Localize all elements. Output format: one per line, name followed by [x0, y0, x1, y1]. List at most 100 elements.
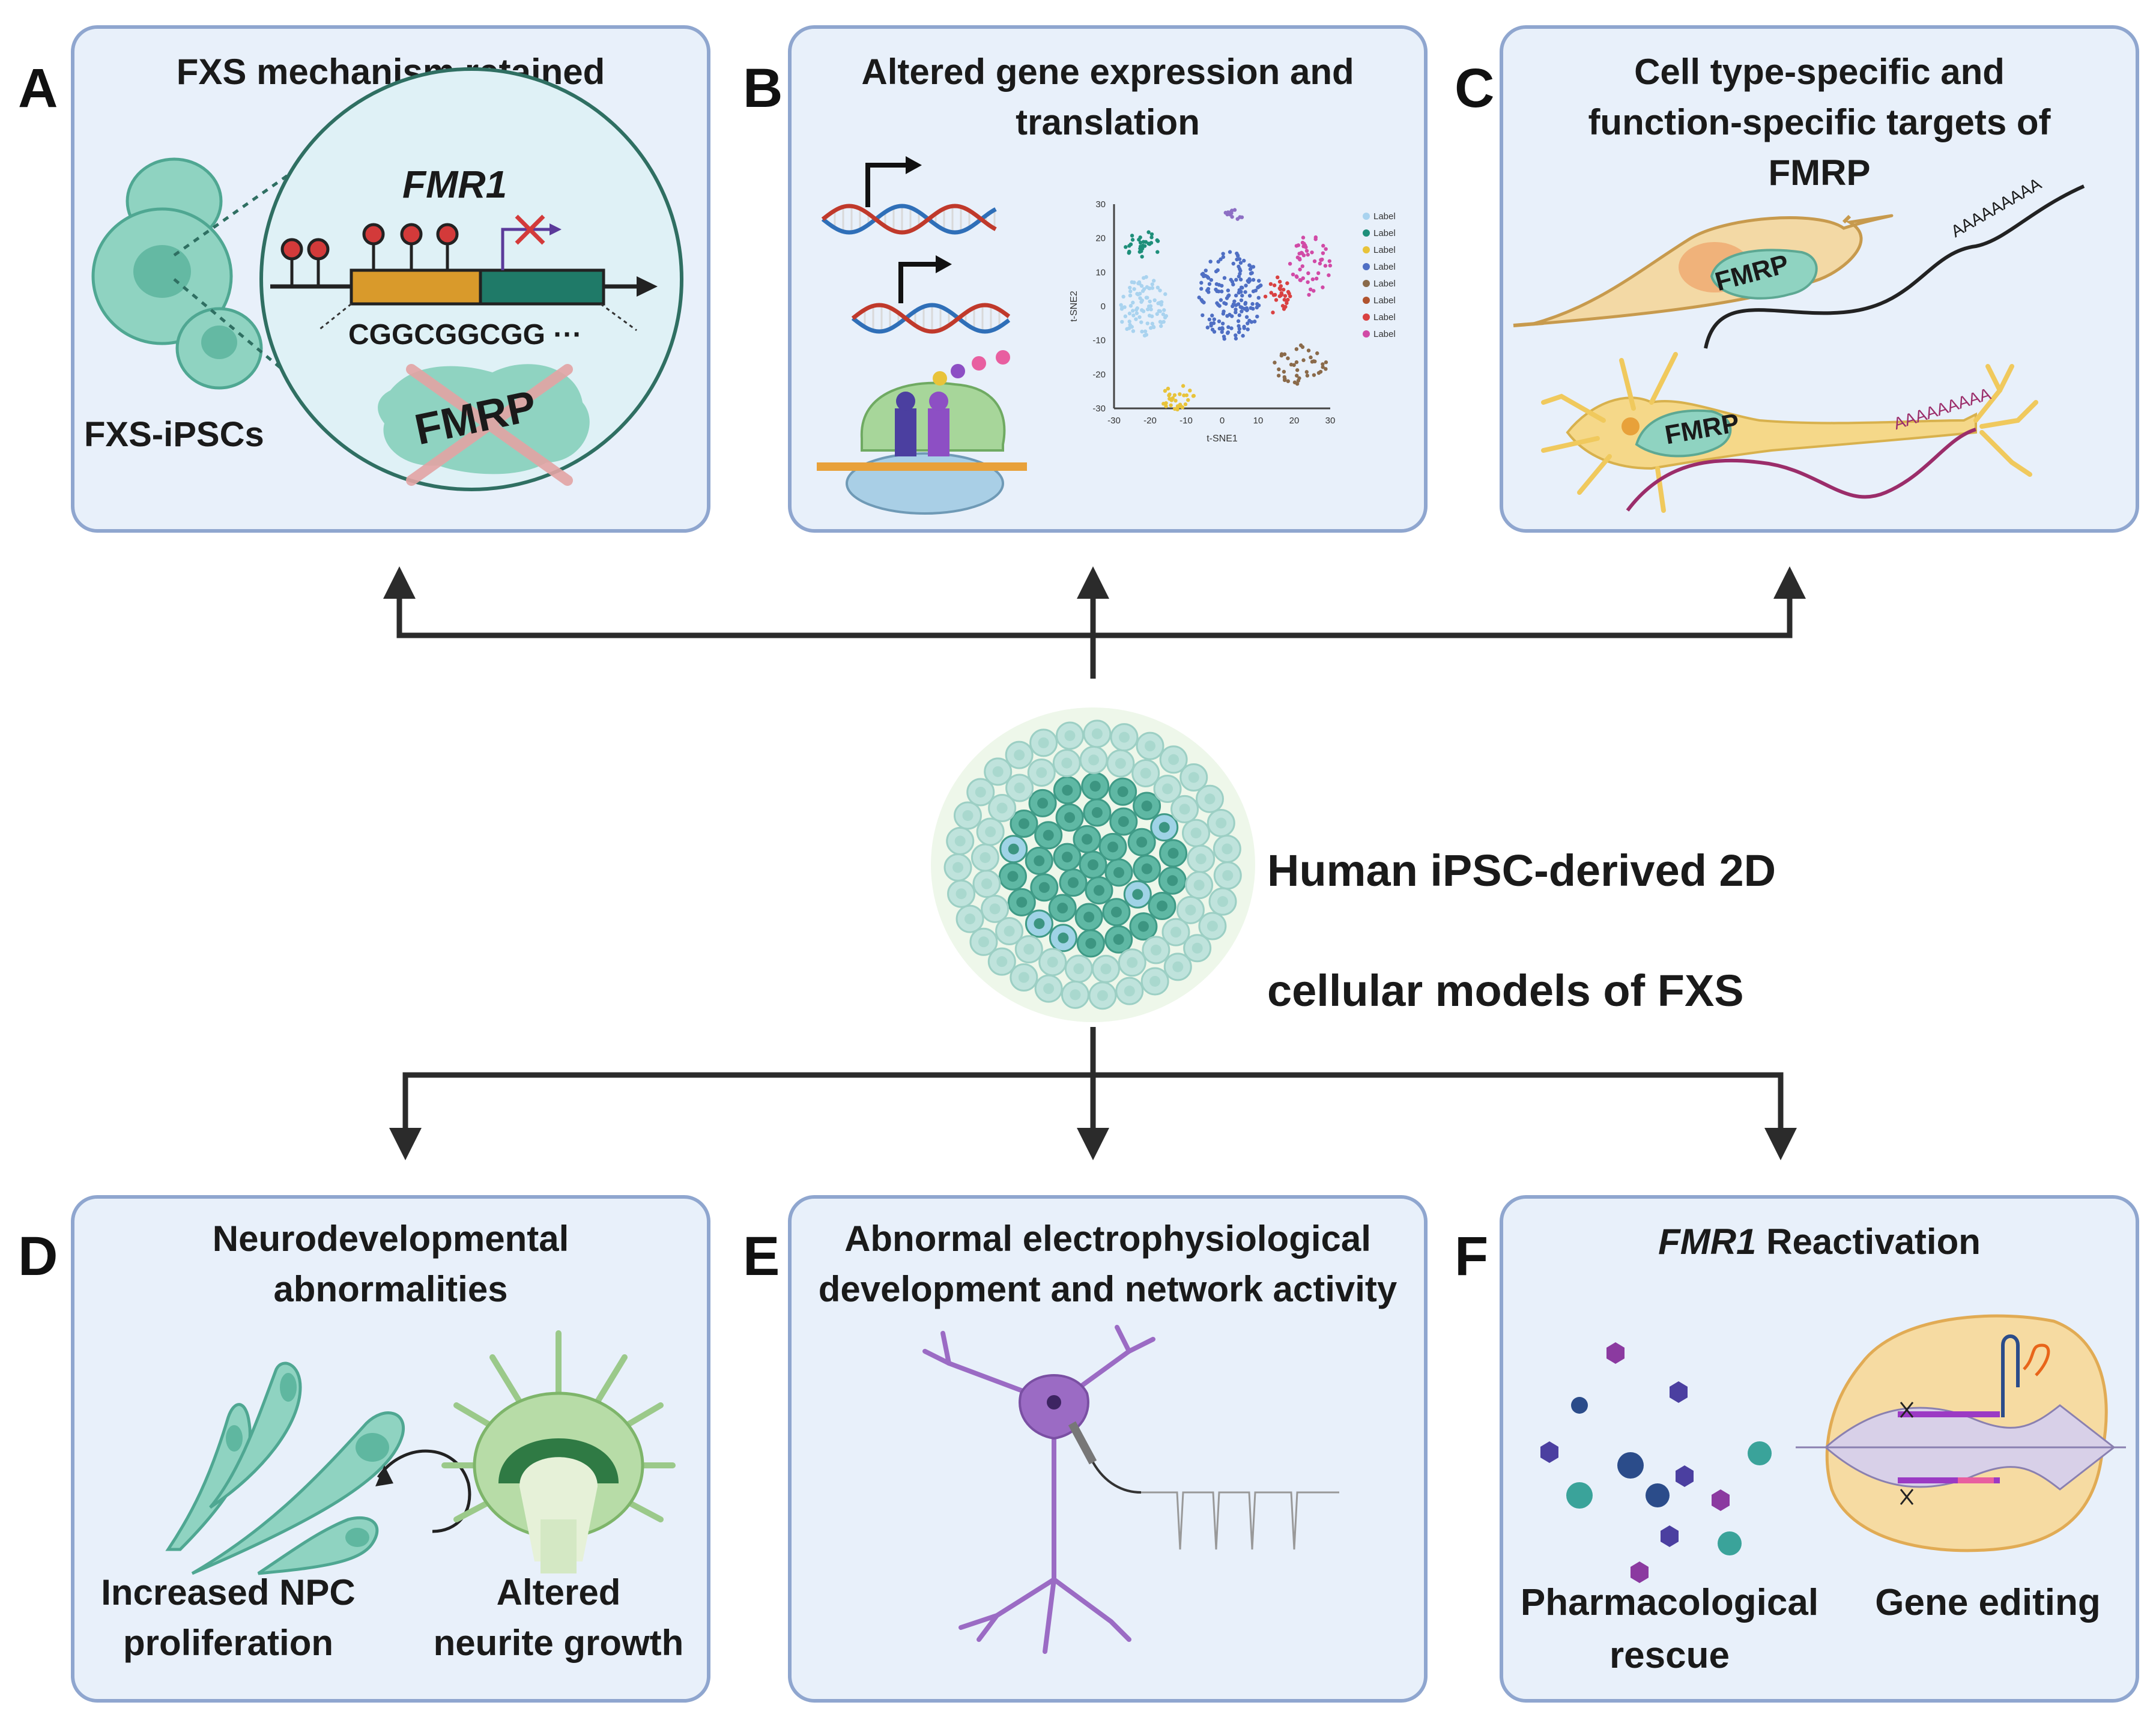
tsne-point — [1286, 379, 1291, 383]
tsne-point — [1230, 314, 1234, 318]
tsne-point — [1303, 243, 1307, 247]
tsne-point — [1237, 327, 1242, 331]
tsne-point — [1220, 321, 1225, 326]
panel-c-letter: C — [1455, 58, 1495, 119]
tsne-point — [1236, 319, 1241, 323]
tsne-point — [1283, 294, 1288, 298]
tsne-point — [1217, 283, 1222, 287]
tsne-point — [1123, 314, 1128, 318]
tsne-point — [1164, 404, 1168, 408]
tsne-point — [1158, 309, 1163, 313]
tsne-point — [1286, 289, 1291, 294]
tsne-point — [1178, 392, 1182, 396]
tsne-point — [1298, 267, 1302, 271]
tsne-point — [1310, 250, 1314, 255]
electrophysiology-trace — [1141, 1491, 1339, 1550]
tsne-point — [1251, 265, 1256, 269]
tsne-point — [1255, 305, 1259, 310]
tsne-point — [1315, 351, 1319, 356]
tsne-point — [1210, 327, 1215, 332]
tsne-point — [1214, 287, 1218, 292]
tsne-point — [1149, 314, 1154, 318]
tsne-point — [1251, 306, 1255, 311]
tsne-point — [1149, 232, 1154, 237]
tsne-point — [1208, 259, 1213, 264]
tsne-point — [1138, 235, 1142, 240]
tsne-point — [1220, 330, 1224, 335]
tsne-point — [1124, 245, 1128, 249]
tsne-point — [1328, 264, 1333, 268]
tsne-point — [1271, 310, 1275, 315]
tsne-point — [1231, 261, 1235, 266]
tsne-legend-swatch — [1363, 280, 1370, 287]
arrow-to-a — [383, 566, 1093, 638]
tsne-point — [1128, 289, 1133, 294]
npc-proliferation-label: Increased NPC proliferation — [101, 1572, 356, 1663]
tsne-point — [1138, 246, 1142, 251]
tsne-point — [1148, 299, 1152, 304]
ipsc-cells — [91, 157, 263, 390]
tsne-y-tick-label: 10 — [1095, 267, 1106, 277]
panel-f-title-gene: FMR1 — [1658, 1222, 1757, 1262]
tsne-point — [1295, 275, 1299, 279]
tsne-point — [1206, 276, 1211, 280]
tsne-point — [1121, 294, 1125, 299]
fxs-ipscs-label: FXS-iPSCs — [84, 415, 264, 454]
tsne-point — [1243, 301, 1248, 305]
tsne-points — [1119, 208, 1333, 412]
tsne-point — [1327, 273, 1331, 277]
tsne-point — [1226, 325, 1231, 329]
tsne-point — [1128, 304, 1133, 308]
tsne-point — [1222, 309, 1226, 313]
tsne-point — [1276, 374, 1281, 378]
tsne-point — [1199, 286, 1204, 291]
tsne-point — [1181, 384, 1185, 388]
tsne-point — [1280, 304, 1285, 308]
tsne-x-tick-label: 20 — [1289, 416, 1300, 426]
tsne-x-tick-label: -30 — [1107, 416, 1121, 426]
tsne-point — [1158, 324, 1163, 329]
tsne-point — [1140, 329, 1144, 334]
tsne-point — [1277, 367, 1281, 372]
tsne-point — [1282, 307, 1286, 311]
tsne-point — [1306, 280, 1310, 284]
tsne-point — [1316, 271, 1321, 276]
tsne-point — [1306, 252, 1310, 257]
tsne-point — [1273, 360, 1277, 365]
panel-f-illustration — [1540, 1314, 2126, 1583]
tsne-point — [1158, 288, 1162, 292]
tsne-point — [1230, 208, 1234, 213]
tsne-legend-swatch — [1363, 229, 1370, 237]
panel-d-letter: D — [18, 1226, 58, 1287]
tsne-point — [1219, 298, 1223, 302]
tsne-point — [1277, 286, 1282, 291]
tsne-point — [1199, 280, 1204, 285]
tsne-point — [1167, 392, 1172, 396]
neuron-icon — [922, 1325, 1155, 1654]
tsne-point — [1128, 293, 1133, 298]
tsne-point — [1324, 360, 1328, 365]
tsne-y-tick-label: 30 — [1095, 199, 1106, 210]
tsne-point — [1279, 353, 1284, 358]
tsne-point — [1304, 370, 1309, 374]
tsne-point — [1131, 329, 1136, 333]
tsne-point — [1210, 313, 1214, 318]
panel-a-letter: A — [18, 58, 58, 119]
tsne-point — [1127, 249, 1131, 254]
tsne-point — [1255, 314, 1259, 319]
fmr1-gene-label: FMR1 — [402, 163, 507, 206]
tsne-legend-label: Label — [1373, 211, 1396, 222]
tsne-point — [1276, 275, 1280, 280]
tsne-point — [1132, 287, 1136, 291]
tsne-point — [1155, 250, 1160, 254]
ribosome-icon — [817, 350, 1027, 515]
tsne-point — [1137, 250, 1142, 254]
tsne-point — [1285, 281, 1289, 285]
tsne-point — [1282, 288, 1286, 292]
tsne-point — [1294, 360, 1299, 365]
tsne-point — [1272, 283, 1277, 288]
tsne-point — [1253, 288, 1258, 292]
